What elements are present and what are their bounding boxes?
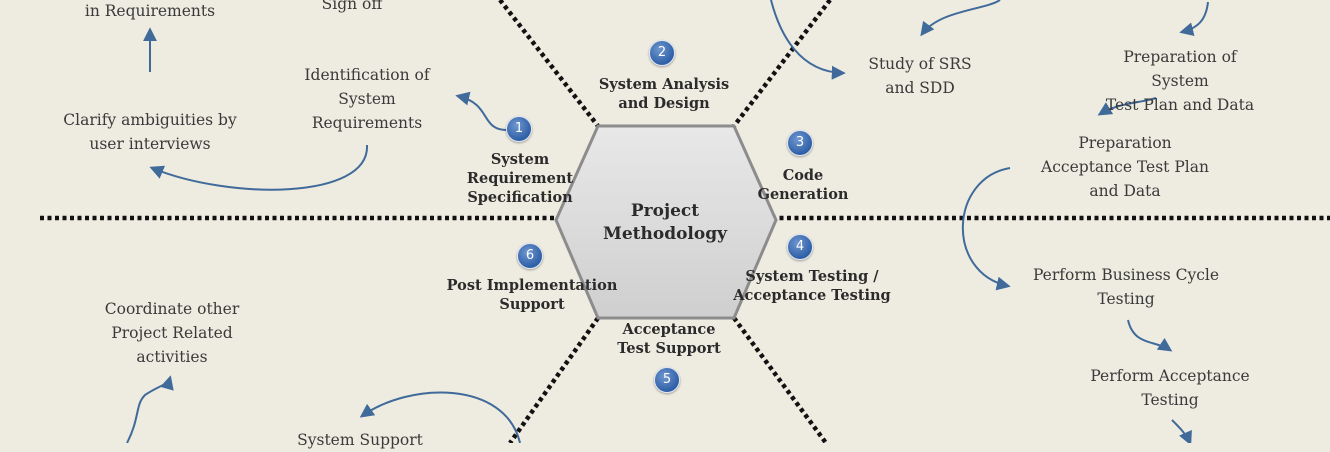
activity-acceptance-testing: Perform Acceptance Testing [1090, 367, 1250, 409]
phase-3-badge: 3 [787, 130, 813, 156]
arrow-to-system-support [359, 391, 521, 443]
arrow-to-system-test-plan [1179, 1, 1209, 37]
activity-coordinate: Coordinate other Project Related activit… [104, 300, 240, 366]
phase-3-label: Code Generation [757, 167, 849, 203]
arrow-to-identification [455, 91, 508, 131]
phase-5-label: Acceptance Test Support [617, 321, 721, 357]
phase-2-label: System Analysis and Design [598, 76, 730, 112]
center-hexagon [554, 124, 778, 320]
arrow-to-clarify [149, 144, 369, 191]
arrow-to-acceptance-testing [1127, 319, 1173, 352]
arrow-to-study-srs [770, 0, 846, 80]
activity-acceptance-test-plan: Preparation Acceptance Test Plan and Dat… [1041, 134, 1209, 200]
phase-2-badge: 2 [649, 40, 675, 66]
phase-1-label: System Requirement Specification [466, 151, 574, 206]
activity-clarify: Clarify ambiguities by user interviews [63, 111, 237, 153]
separator-diagonal-bottom-right [732, 316, 828, 443]
phase-4-badge: 4 [787, 234, 813, 260]
phase-6-label: Post Implementation Support [446, 277, 618, 313]
activity-system-test-plan: Preparation of System Test Plan and Data [1105, 48, 1255, 114]
activity-study-srs: Study of SRS and SDD [868, 55, 972, 97]
separator-diagonal-top-right [732, 0, 832, 128]
arrow-to-business-cycle [961, 167, 1011, 291]
activity-in-requirements: in Requirements [84, 2, 216, 20]
phase-5-badge: 5 [654, 367, 680, 393]
activity-business-cycle: Perform Business Cycle Testing [1032, 266, 1220, 308]
phase-6-badge: 6 [517, 243, 543, 269]
separator-diagonal-top-left [498, 0, 600, 128]
arrow-to-acceptance-test-plan [1097, 97, 1157, 116]
activity-system-support: System Support [297, 431, 423, 449]
center-title: Project Methodology [603, 201, 727, 244]
separator-diagonal-bottom-left [508, 316, 600, 443]
activity-identification: Identification of System Requirements [304, 66, 430, 132]
phase-1-badge: 1 [506, 116, 532, 142]
phase-4-label: System Testing / Acceptance Testing [733, 268, 891, 304]
arrow-continue-acceptance [1171, 419, 1192, 443]
activity-sign-off: Sign off [321, 0, 383, 13]
arrow-to-coordinate [126, 375, 174, 443]
arrow-from-top-to-srs [920, 0, 1001, 37]
